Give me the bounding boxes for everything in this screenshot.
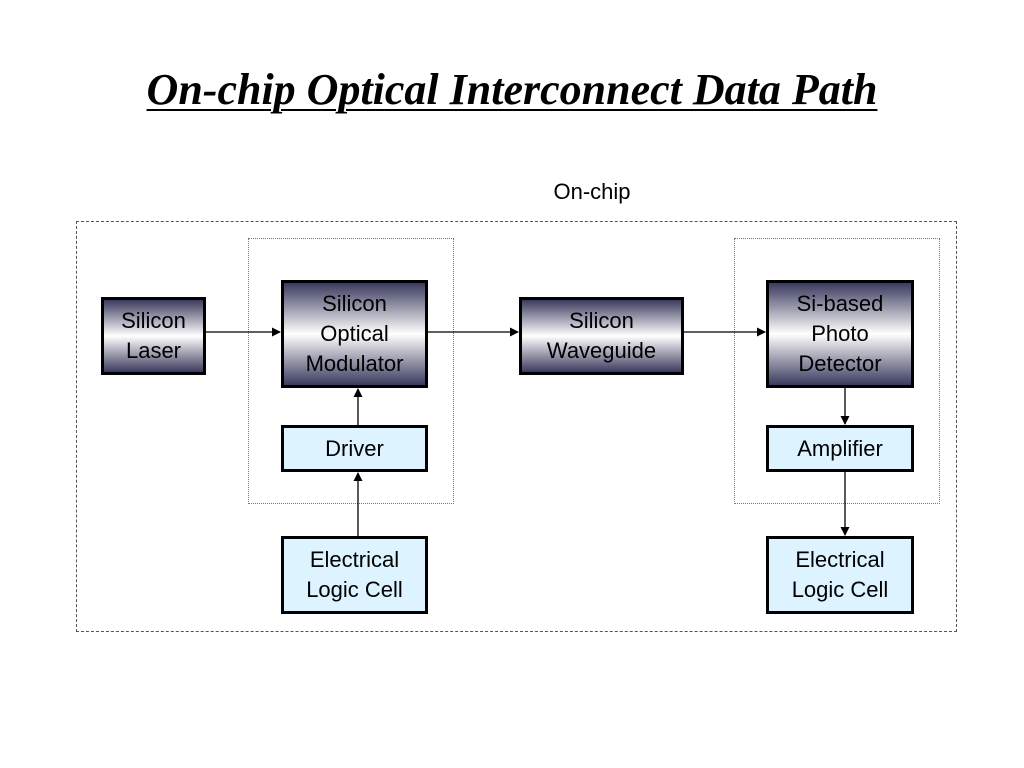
receiver-group-boundary xyxy=(734,238,940,504)
electrical-logic-cell-rx-block: Electrical Logic Cell xyxy=(766,536,914,614)
slide-title: On-chip Optical Interconnect Data Path xyxy=(146,65,878,114)
driver-block: Driver xyxy=(281,425,428,472)
electrical-logic-cell-tx-block: Electrical Logic Cell xyxy=(281,536,428,614)
transmitter-group-boundary xyxy=(248,238,454,504)
silicon-waveguide-block: Silicon Waveguide xyxy=(519,297,684,375)
silicon-optical-modulator-block: Silicon Optical Modulator xyxy=(281,280,428,388)
silicon-laser-block: Silicon Laser xyxy=(101,297,206,375)
si-based-photo-detector-block: Si-based Photo Detector xyxy=(766,280,914,388)
on-chip-label: On-chip xyxy=(553,179,631,204)
on-chip-boundary xyxy=(76,221,957,632)
amplifier-block: Amplifier xyxy=(766,425,914,472)
